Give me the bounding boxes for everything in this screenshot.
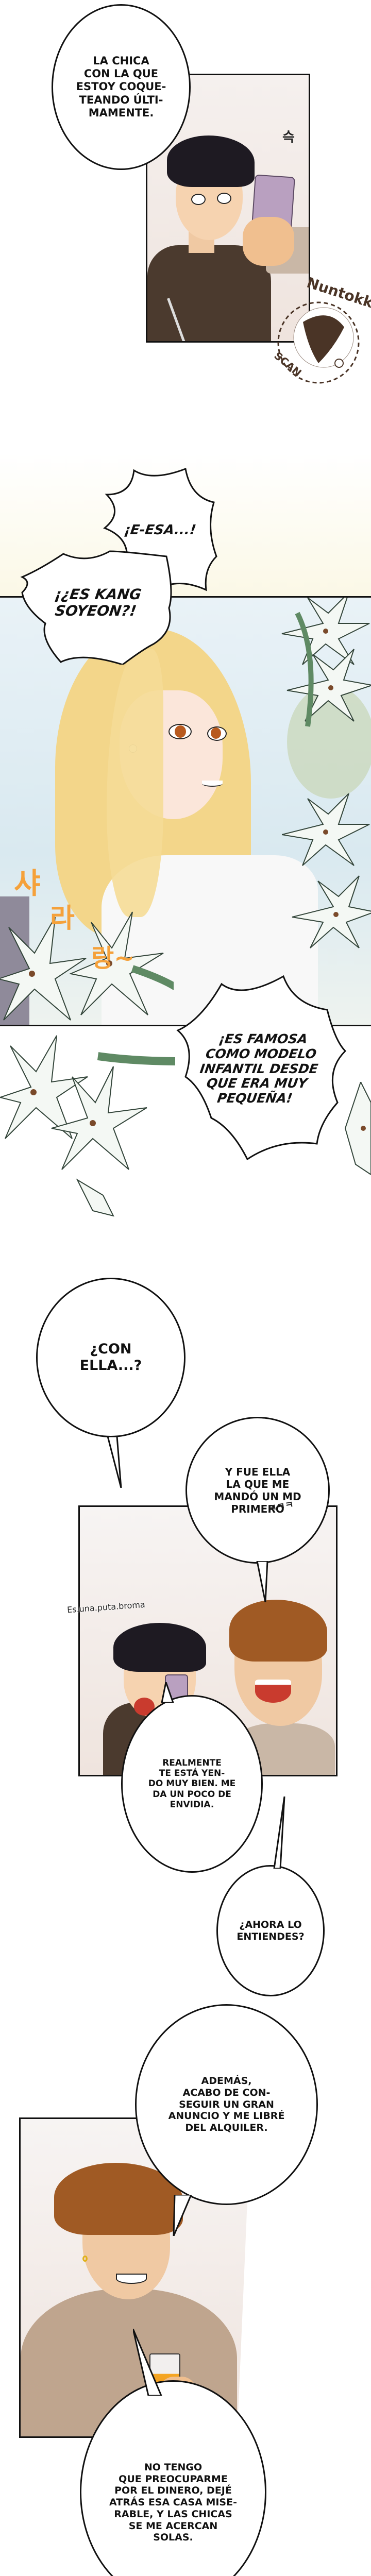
speech-bubble-d8: ¿AHORA LO ENTIENDES? [216,1865,325,1996]
sfx-sha: 샤 [14,867,41,901]
girl-eye-left-iris [175,725,186,738]
dialogue-d9: ADEMÁS, ACABO DE CON- SEGUIR UN GRAN ANU… [168,2075,285,2134]
burst-shape-icon [20,550,172,665]
speech-bubble-d5: ¿CON ELLA...? [36,1278,185,1437]
boy-hair-dark [113,1623,206,1672]
lily-cluster-right [277,598,371,737]
sfx-swish: 슥 [282,130,295,145]
panel-1-phone-reveal: 슥 [146,74,310,343]
speech-bubble-d10: NO TENGO QUE PREOCUPARME POR EL DINERO, … [80,2380,266,2576]
dialogue-d4: ¡ES FAMOSA COMO MODELO INFANTIL DESDE QU… [199,1031,319,1106]
dialogue-d5: ¿CON ELLA...? [79,1341,142,1374]
nuntokki-watermark: Nuntokki SCAN [262,274,371,389]
bubble-tail-d9 [173,2195,192,2236]
bubble-tail-d5 [107,1436,122,1488]
sfx-rang: 랑~ [91,944,135,973]
lily-icon [0,1035,181,1217]
shout-bubble-d4: ¡ES FAMOSA COMO MODELO INFANTIL DESDE QU… [170,974,348,1164]
speech-bubble-d9: ADEMÁS, ACABO DE CON- SEGUIR UN GRAN ANU… [135,2004,318,2205]
lily-icon [281,793,371,948]
dialogue-d6: Y FUE ELLA LA QUE ME MANDÓ UN MD PRIMERO [214,1465,301,1515]
girl-smile [202,781,223,787]
speech-bubble-d6: Y FUE ELLA LA QUE ME MANDÓ UN MD PRIMERO [185,1417,330,1564]
lily-icon [344,1080,371,1176]
friend-mouth-laughing [255,1680,291,1703]
dialogue-d1: LA CHICA CON LA QUE ESTOY COQUE- TEANDO … [76,55,166,119]
dialogue-d8: ¿AHORA LO ENTIENDES? [237,1919,305,1942]
lily-right-bottom [340,1080,371,1176]
bubble-tail-d7 [161,1682,174,1703]
boy-hair-dark [167,135,255,187]
burst-shape-icon [176,975,347,1161]
boy-eye-left [191,194,206,205]
sfx-ra: 라 [50,903,75,934]
lily-icon [281,598,371,727]
dialogue-d2: ¡E-ESA...! [123,522,197,538]
boy-eye-right [217,193,231,204]
lily-cluster-bottom [0,1025,181,1221]
speech-bubble-d1: LA CHICA CON LA QUE ESTOY COQUE- TEANDO … [52,4,191,170]
girl-eye-right-iris [211,727,221,739]
dialogue-d7: REALMENTE TE ESTÁ YEN- DO MUY BIEN. ME D… [148,1757,236,1810]
dialogue-d10: NO TENGO QUE PREOCUPARME POR EL DINERO, … [109,2461,237,2544]
bubble-tail-d6 [256,1561,268,1602]
lily-icon [0,911,181,1021]
hand-holding-phone [243,217,294,266]
shout-bubble-d3: ¡¿ES KANG SOYEON?! [20,541,174,665]
watermark-logo-icon [277,301,360,384]
bubble-tail-d8 [273,1797,285,1869]
tree-background [287,685,371,799]
friend-hair-brown [229,1600,327,1662]
lily-cluster-right-lower [281,793,371,958]
earring [82,2256,88,2262]
speech-bubble-d7: REALMENTE TE ESTÁ YEN- DO MUY BIEN. ME D… [121,1695,263,1873]
guy-smirk [116,2274,147,2284]
bubble-tail-d10 [133,2329,162,2396]
dialogue-d3: ¡¿ES KANG SOYEON?! [54,585,143,619]
panel-4-smirk [19,2117,251,2438]
lily-cluster-left [0,907,181,1025]
